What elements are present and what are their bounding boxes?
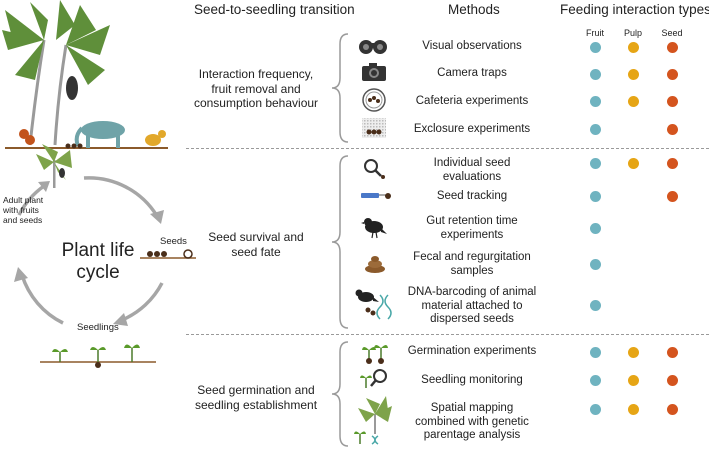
palm-tree-icon bbox=[2, 0, 110, 146]
mesh-exclosure-icon bbox=[361, 117, 387, 139]
life-cycle-illustration bbox=[2, 0, 196, 368]
fallen-fruits-icon bbox=[65, 143, 83, 149]
magnifier-icon bbox=[363, 158, 387, 180]
section-seed-survival: Seed survival and seed fate bbox=[208, 230, 304, 259]
seedlings-icon bbox=[52, 344, 140, 368]
seeds-icon bbox=[147, 249, 193, 259]
seed-interaction-dot bbox=[666, 346, 678, 358]
method-spatial-mapping: Spatial mapping combined with genetic pa… bbox=[415, 402, 529, 441]
bird-icon bbox=[361, 214, 387, 240]
seedlings-label: Seedlings bbox=[77, 322, 119, 333]
method-camera-traps: Camera traps bbox=[437, 67, 507, 79]
seed-interaction-dot bbox=[666, 123, 678, 135]
feces-icon bbox=[364, 253, 386, 273]
pulp-column-header: Pulp bbox=[623, 28, 642, 38]
section-divider-1 bbox=[186, 148, 709, 149]
section-3-brace bbox=[331, 341, 349, 447]
method-seed-tracking: Seed tracking bbox=[436, 190, 508, 202]
fruit-interaction-dot bbox=[589, 123, 601, 135]
life-cycle-title-1: Plant life bbox=[61, 240, 135, 261]
dna-bird-icon bbox=[354, 285, 394, 320]
seed-interaction-dot bbox=[666, 190, 678, 202]
seed-interaction-dot bbox=[666, 374, 678, 386]
method-cafeteria-experiments: Cafeteria experiments bbox=[415, 95, 529, 107]
methods-header: Methods bbox=[448, 2, 500, 17]
monkey-icon bbox=[145, 130, 166, 146]
method-gut-retention: Gut retention time experiments bbox=[426, 215, 518, 241]
method-dna-barcoding: DNA-barcoding of animal material attache… bbox=[407, 286, 537, 325]
pulp-interaction-dot bbox=[627, 346, 639, 358]
seed-interaction-dot bbox=[666, 95, 678, 107]
method-fecal-samples: Fecal and regurgitation samples bbox=[413, 251, 531, 277]
fruit-interaction-dot bbox=[589, 68, 601, 80]
seed-interaction-dot bbox=[666, 403, 678, 415]
fruit-interaction-dot bbox=[589, 374, 601, 386]
section-divider-2 bbox=[186, 334, 709, 335]
pulp-interaction-dot bbox=[627, 374, 639, 386]
section-interaction-frequency: Interaction frequency, fruit removal and… bbox=[193, 67, 319, 110]
fruit-interaction-dot bbox=[589, 157, 601, 169]
fruit-interaction-dot bbox=[589, 403, 601, 415]
pulp-interaction-dot bbox=[627, 95, 639, 107]
seedling-magnifier-icon bbox=[360, 368, 390, 390]
fruit-interaction-dot bbox=[589, 346, 601, 358]
tapir-icon bbox=[74, 121, 125, 148]
seed-column-header: Seed bbox=[661, 28, 683, 38]
method-germination-experiments: Germination experiments bbox=[407, 345, 537, 357]
fruit-interaction-dot bbox=[589, 222, 601, 234]
fruit-interaction-dot bbox=[589, 95, 601, 107]
seed-interaction-dot bbox=[666, 68, 678, 80]
camera-icon bbox=[361, 62, 387, 82]
seed-interaction-dot bbox=[666, 157, 678, 169]
tree-dna-icon bbox=[354, 396, 394, 446]
sprouting-seeds-icon bbox=[361, 340, 389, 364]
method-visual-observations: Visual observations bbox=[422, 40, 522, 52]
pulp-interaction-dot bbox=[627, 41, 639, 53]
feeding-header: Feeding interaction types bbox=[560, 2, 709, 17]
petri-dish-icon bbox=[362, 88, 386, 112]
fruit-column-header: Fruit bbox=[586, 28, 604, 38]
method-seedling-monitoring: Seedling monitoring bbox=[421, 374, 523, 386]
fruit-interaction-dot bbox=[589, 258, 601, 270]
section-1-brace bbox=[331, 33, 349, 143]
fruit-interaction-dot bbox=[589, 41, 601, 53]
squirrel-icon bbox=[19, 129, 35, 145]
pulp-interaction-dot bbox=[627, 157, 639, 169]
method-exclosure-experiments: Exclosure experiments bbox=[413, 123, 531, 135]
method-individual-seed-evaluations: Individual seed evaluations bbox=[433, 157, 511, 183]
pulp-interaction-dot bbox=[627, 403, 639, 415]
fruit-interaction-dot bbox=[589, 299, 601, 311]
pulp-interaction-dot bbox=[627, 68, 639, 80]
binoculars-icon bbox=[358, 37, 388, 57]
adult-plant-label-3: and seeds bbox=[3, 215, 43, 225]
section-seed-germination: Seed germination and seedling establishm… bbox=[194, 383, 318, 412]
seed-interaction-dot bbox=[666, 41, 678, 53]
fruit-interaction-dot bbox=[589, 190, 601, 202]
adult-plant-icon bbox=[36, 144, 72, 188]
life-cycle-title-2: cycle bbox=[76, 262, 120, 283]
transition-header: Seed-to-seedling transition bbox=[194, 2, 355, 17]
adult-plant-label-1: Adult plant bbox=[3, 195, 44, 205]
section-2-brace bbox=[331, 155, 349, 329]
adult-plant-label-2: with fruits bbox=[3, 205, 39, 215]
seeds-label: Seeds bbox=[160, 236, 187, 247]
seed-tag-icon bbox=[360, 189, 392, 203]
